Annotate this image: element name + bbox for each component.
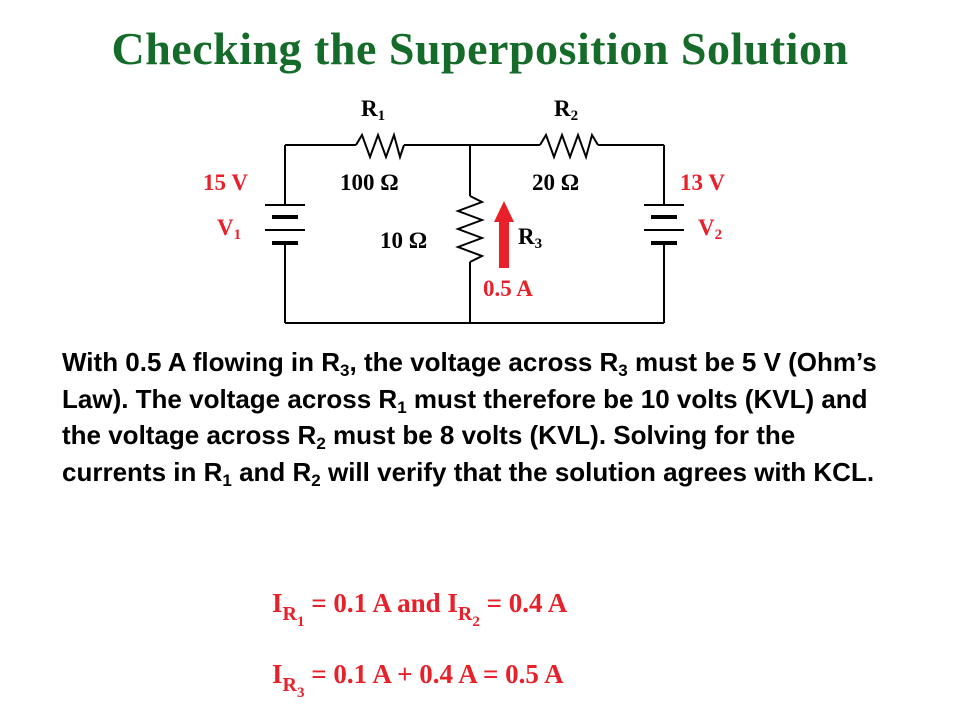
text-segment: and R [231,456,312,487]
eq1-r2: R2 [457,603,480,630]
eq1-r: R1 [282,603,305,630]
v2-voltage: 13 V [680,170,725,195]
r2-subscript: 2 [570,108,579,124]
v2-subscript: 2 [714,227,723,243]
v1-label: V1 [217,215,241,244]
text-segment: will verify that the solution agrees wit… [320,456,875,487]
text-segment: must be 5 V (Ohm’s Law). The voltage acr… [62,347,877,414]
current-label: 0.5 A [483,276,533,301]
r3-subscript: 3 [534,236,543,252]
v2-letter: V [698,215,715,240]
r2-letter: R [554,96,571,121]
v1-subscript: 1 [233,227,242,243]
text-segment: must therefore be 10 volts (KVL) and the… [62,383,868,451]
r2-value: 20 Ω [532,170,580,195]
resistor-r3-symbol [455,195,485,263]
r1-subscript: 1 [377,108,386,124]
text-subscript: 2 [311,470,321,490]
eq1-i: I [272,588,283,618]
text-subscript: 2 [316,434,326,453]
eq1-r2-letter: R [457,603,473,625]
eq1-end: = 0.4 A [479,588,568,618]
r3-label: R3 [518,224,542,253]
equation-ir1-ir2: IR1 = 0.1 A and IR2 = 0.4 A [272,588,568,630]
v1-letter: V [217,215,234,240]
eq1-r-sub: 1 [296,614,305,630]
explanation-text: With 0.5 A flowing in R3, the voltage ac… [62,344,902,490]
text-subscript: 3 [340,361,350,380]
eq1-r-letter: R [282,603,297,625]
r1-label: R1 [361,96,385,125]
v1-voltage: 15 V [203,170,248,195]
eq1-r2-sub: 2 [472,614,480,630]
battery-v2-symbol [644,204,684,245]
eq2-i: I [272,659,283,689]
text-subscript: 1 [222,470,232,490]
resistor-r1-symbol [355,131,405,161]
r1-value: 100 Ω [340,170,399,195]
text-subscript: 3 [618,361,628,380]
r3-letter: R [518,224,535,249]
battery-v1-symbol [265,204,305,245]
equation-ir3: IR3 = 0.1 A + 0.4 A = 0.5 A [272,659,564,701]
v2-label: V2 [698,215,722,244]
eq2-r: R3 [282,674,305,701]
eq2-r-sub: 3 [296,685,305,701]
text-segment: , the voltage across R [349,347,619,377]
page-title: Checking the Superposition Solution [111,23,849,74]
r2-label: R2 [554,96,578,125]
text-segment: must be 8 volts (KVL). Solving for the c… [62,420,796,487]
resistor-r2-symbol [539,132,599,161]
eq2-end: = 0.1 A + 0.4 A = 0.5 A [304,659,564,689]
eq2-r-letter: R [282,674,297,696]
eq1-mid: = 0.1 A and I [304,588,458,618]
text-subscript: 1 [397,397,407,417]
r3-value: 10 Ω [380,228,428,253]
current-arrow-icon [494,201,514,268]
r1-letter: R [361,96,378,121]
text-segment: With 0.5 A flowing in R [62,347,341,377]
